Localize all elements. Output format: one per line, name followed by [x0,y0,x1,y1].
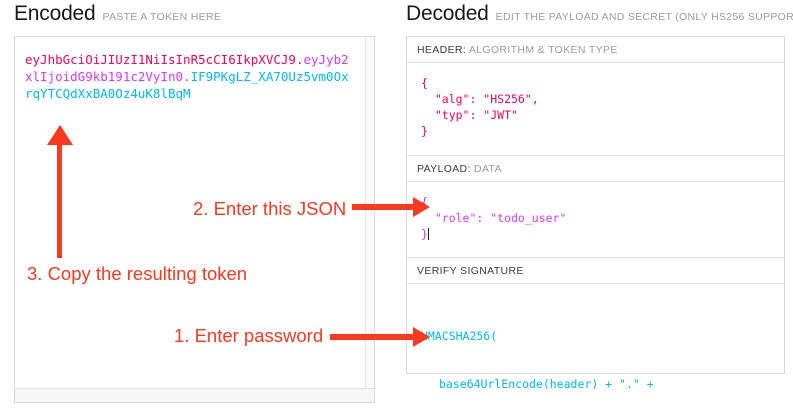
encoded-subtitle: PASTE A TOKEN HERE [102,11,222,23]
payload-json-editor[interactable]: { "role": "todo_user" } [407,182,784,258]
signature-line-2: base64UrlEncode(header) + "." + [439,377,654,391]
payload-json-text: { "role": "todo_user" } [421,195,567,241]
token-header-segment: eyJhbGciOiJIUzI1NiIsInR5cCI6IkpXVCJ9 [25,52,296,67]
arrow-shaft [57,139,62,258]
annotation-step-3: 3. Copy the resulting token [27,263,248,284]
text-caret [427,228,429,240]
encoded-title: Encoded [14,2,96,25]
arrow-right-to-secret-icon [330,327,430,347]
encoded-panel-scrollbar[interactable] [365,37,374,388]
header-label-key: HEADER: [417,44,467,56]
annotation-step-1: 1. Enter password [174,325,324,346]
arrow-head [47,125,73,145]
token-dot-1: . [295,52,304,67]
decoded-panel: HEADER: ALGORITHM & TOKEN TYPE { "alg": … [406,36,785,391]
token-signature-segment: IF9PKgLZ_XA70Uz5vm0OxrqYTCQdXxBA0Oz4uK8l… [25,69,349,101]
encoded-token-panel[interactable]: eyJhbGciOiJIUzI1NiIsInR5cCI6IkpXVCJ9.eyJ… [14,36,375,403]
arrow-right-to-payload-icon [352,197,430,217]
signature-label-key: VERIFY SIGNATURE [417,265,524,277]
encoded-token-textarea[interactable]: eyJhbGciOiJIUzI1NiIsInR5cCI6IkpXVCJ9.eyJ… [15,37,365,388]
decoded-heading: Decoded EDIT THE PAYLOAD AND SECRET (ONLY… [406,2,793,26]
signature-editor: HMACSHA256( base64UrlEncode(header) + ".… [407,284,784,411]
token-payload-segment: eyJyb2xlIjoidG9kb191c2VyIn0 [25,52,349,84]
decoded-title: Decoded [406,2,489,25]
encoded-panel-footer [15,388,374,402]
payload-label-key: PAYLOAD: [417,163,471,175]
arrow-shaft [352,204,414,210]
signature-line-1: HMACSHA256( [421,329,498,343]
arrow-head [413,327,430,347]
decoded-subtitle: EDIT THE PAYLOAD AND SECRET (ONLY HS256 … [495,11,793,23]
arrow-shaft [330,334,414,340]
token-dot-2: . [183,69,191,84]
annotation-step-2: 2. Enter this JSON [193,198,347,219]
header-section-label: HEADER: ALGORITHM & TOKEN TYPE [407,37,784,63]
encoded-heading: Encoded PASTE A TOKEN HERE [14,2,221,26]
header-json-editor[interactable]: { "alg": "HS256", "typ": "JWT" } [407,63,784,156]
payload-section-label: PAYLOAD: DATA [407,156,784,182]
payload-label-value: DATA [474,163,502,175]
signature-section-label: VERIFY SIGNATURE [407,258,784,284]
arrow-up-to-token-icon [47,125,73,258]
arrow-head [413,197,430,217]
header-label-value: ALGORITHM & TOKEN TYPE [468,44,618,56]
